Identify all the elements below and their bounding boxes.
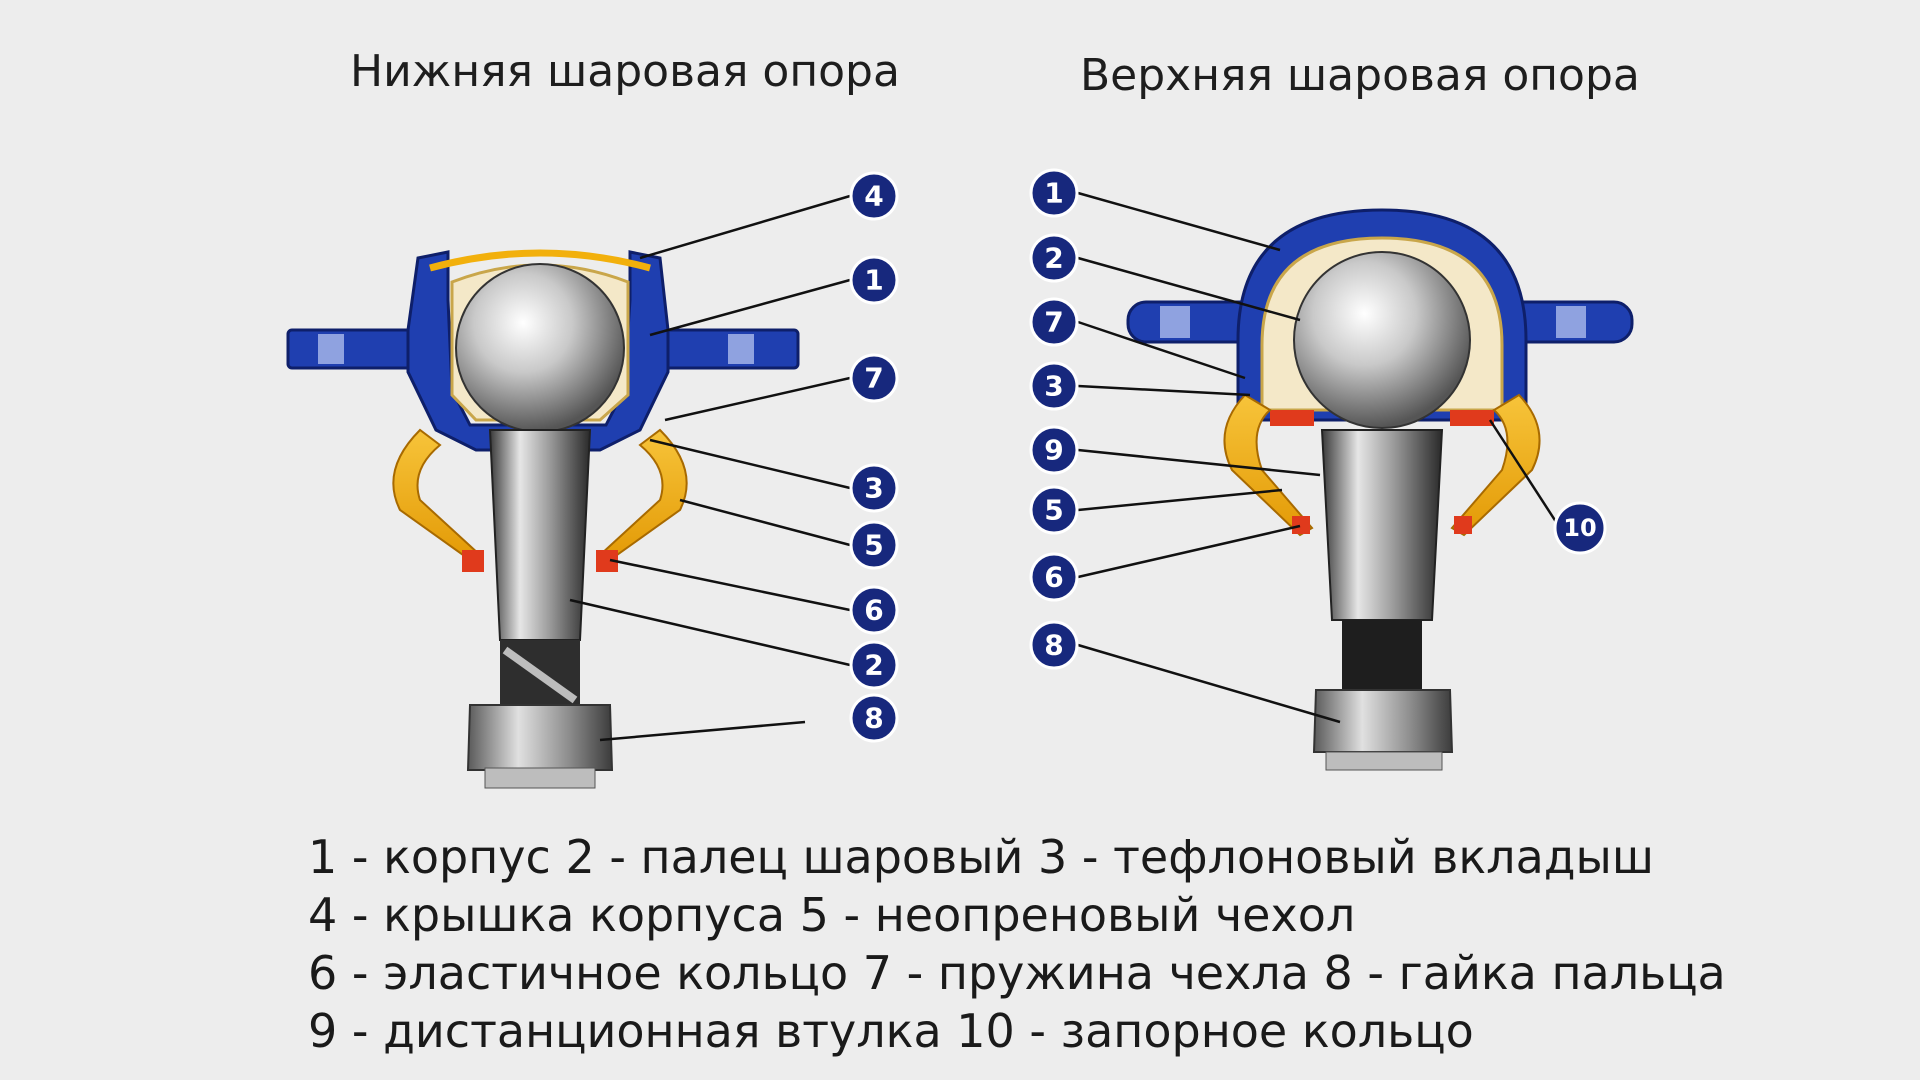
legend-line-1: 1 - корпус 2 - палец шаровый 3 - тефлоно… <box>308 830 1654 884</box>
svg-text:9: 9 <box>1044 434 1063 467</box>
svg-text:10: 10 <box>1563 514 1596 542</box>
legend: 1 - корпус 2 - палец шаровый 3 - тефлоно… <box>308 828 1726 1060</box>
lower-ring-right <box>596 550 618 572</box>
callout-4: 4 <box>849 171 899 221</box>
lower-callouts: 4 1 7 3 5 6 2 8 <box>849 171 899 743</box>
svg-text:8: 8 <box>1044 629 1063 662</box>
upper-bolt-left <box>1160 306 1190 338</box>
lower-ball-joint-title: Нижняя шаровая опора <box>350 46 900 97</box>
callout-3-upper: 3 <box>1029 361 1079 411</box>
upper-washer <box>1325 751 1443 771</box>
lower-ball-joint <box>286 249 800 789</box>
callout-9-upper: 9 <box>1029 425 1079 475</box>
svg-text:3: 3 <box>1044 370 1063 403</box>
upper-pin-shaft <box>1320 429 1444 621</box>
lower-nut <box>466 704 614 771</box>
upper-ring-right <box>1454 516 1472 534</box>
callout-3: 3 <box>849 463 899 513</box>
callout-1-upper: 1 <box>1029 168 1079 218</box>
callout-1: 1 <box>849 255 899 305</box>
legend-line-2: 4 - крышка корпуса 5 - неопреновый чехол <box>308 888 1356 942</box>
upper-bolt-right <box>1556 306 1586 338</box>
upper-ball-joint <box>1126 208 1634 771</box>
upper-pin-thread <box>1342 620 1422 692</box>
lower-washer <box>484 767 596 789</box>
svg-text:6: 6 <box>864 594 883 627</box>
callout-5-upper: 5 <box>1029 485 1079 535</box>
svg-text:7: 7 <box>1044 306 1063 339</box>
legend-line-3: 6 - эластичное кольцо 7 - пружина чехла … <box>308 946 1726 1000</box>
lower-bolt-left <box>318 334 344 364</box>
lower-ball <box>455 263 625 433</box>
svg-text:7: 7 <box>864 362 883 395</box>
svg-text:5: 5 <box>864 529 883 562</box>
callout-2: 2 <box>849 640 899 690</box>
upper-ball-joint-title: Верхняя шаровая опора <box>1080 50 1640 101</box>
callout-8: 8 <box>849 693 899 743</box>
svg-text:6: 6 <box>1044 561 1063 594</box>
callout-7-upper: 7 <box>1029 297 1079 347</box>
lower-pin-shaft <box>488 429 592 641</box>
svg-text:2: 2 <box>864 649 883 682</box>
svg-text:1: 1 <box>1044 177 1063 210</box>
callout-7: 7 <box>849 353 899 403</box>
callout-8-upper: 8 <box>1029 620 1079 670</box>
svg-text:4: 4 <box>864 180 883 213</box>
lower-thread-highlight <box>502 646 578 704</box>
svg-text:5: 5 <box>1044 494 1063 527</box>
upper-lock-ring-left <box>1270 410 1314 426</box>
callout-2-upper: 2 <box>1029 233 1079 283</box>
upper-ball <box>1293 251 1471 429</box>
lower-ring-left <box>462 550 484 572</box>
callout-5: 5 <box>849 520 899 570</box>
lower-boot-left <box>392 428 482 562</box>
lower-boot-right <box>598 428 688 562</box>
svg-text:1: 1 <box>864 264 883 297</box>
upper-nut <box>1312 689 1454 753</box>
lower-bolt-right <box>728 334 754 364</box>
upper-callouts: 1 2 7 3 9 5 6 8 10 <box>1029 168 1607 670</box>
callout-6: 6 <box>849 585 899 635</box>
svg-text:3: 3 <box>864 472 883 505</box>
upper-ring-left <box>1292 516 1310 534</box>
callout-6-upper: 6 <box>1029 552 1079 602</box>
upper-lock-ring-right <box>1450 410 1494 426</box>
legend-line-4: 9 - дистанционная втулка 10 - запорное к… <box>308 1004 1474 1058</box>
svg-text:8: 8 <box>864 702 883 735</box>
lower-housing-cover <box>429 249 651 272</box>
upper-leaders <box>1077 191 1562 724</box>
callout-10-upper: 10 <box>1553 501 1607 555</box>
svg-text:2: 2 <box>1044 242 1063 275</box>
lower-leaders <box>569 194 851 742</box>
